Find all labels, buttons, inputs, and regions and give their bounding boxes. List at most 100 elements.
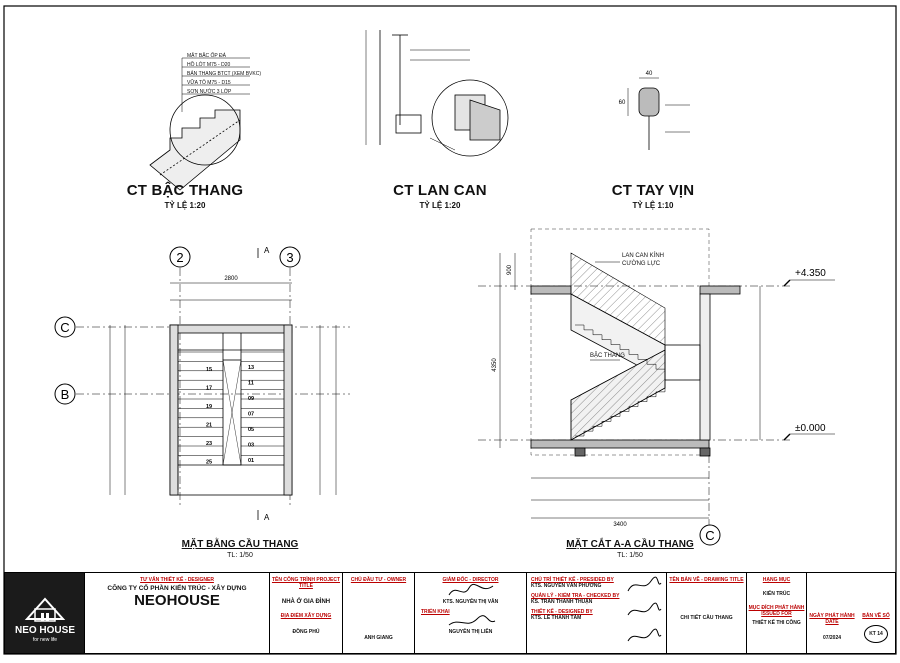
- level-top: +4.350: [795, 268, 826, 279]
- section-step-riser: [602, 339, 612, 345]
- section-title: MẶT CẮT A-A CẦU THANG: [566, 539, 694, 550]
- team-signatures: [627, 576, 662, 642]
- section-step-riser: [575, 431, 585, 437]
- plan-step-number: 23: [206, 441, 212, 447]
- project-name: NHÀ Ở GIA ĐÌNH: [281, 599, 331, 605]
- team-cell: CHỦ TRÌ THIẾT KẾ - PRESIDED BY KTS. NGUY…: [527, 573, 667, 653]
- grid-label-b: B: [61, 387, 70, 402]
- section-step-riser: [629, 401, 639, 407]
- handrail-detail-scale: TỶ LỆ 1:10: [632, 201, 674, 210]
- grid-label-c: C: [60, 320, 69, 335]
- step-detail-scale: TỶ LỆ 1:20: [164, 201, 206, 210]
- logo-text: NEO HOUSE: [14, 625, 75, 636]
- label-steps: BẬC THANG: [590, 353, 625, 359]
- section-dim-height: 4350: [492, 358, 498, 372]
- deployment-label: TRIỂN KHAI: [421, 609, 450, 615]
- owner-name: ANH GIANG: [364, 635, 393, 641]
- house-logo-icon: [24, 597, 66, 622]
- plan-step-number: 05: [248, 427, 254, 433]
- section-step-riser: [602, 416, 612, 422]
- step-callouts: MẶT BẬC ỐP ĐÁ HỒ LÓT M75 - D20 BẢN THANG…: [187, 53, 267, 95]
- grid-label-3: 3: [286, 250, 293, 265]
- project-label: TÊN CÔNG TRÌNH PROJECT TITLE: [271, 577, 341, 589]
- handrail-dim-side: 60: [619, 100, 626, 106]
- plan-step-number: 17: [206, 386, 212, 392]
- section-grid-label-c: C: [705, 528, 714, 543]
- date-value: 07/2024: [822, 635, 842, 641]
- section-step-riser: [638, 359, 648, 365]
- step-callout-lines: [181, 57, 250, 112]
- checked-label: QUẢN LÝ - KIỂM TRA - CHECKED BY: [531, 593, 620, 599]
- plan-grid-bubbles: [54, 246, 301, 405]
- deployment-signature: [448, 615, 495, 626]
- step-callout-2: HỒ LÓT M75 - D20: [187, 62, 231, 68]
- section-step-riser: [593, 334, 603, 340]
- railing-detail-drawing: [365, 30, 509, 157]
- section-dim-top: 900: [507, 264, 513, 275]
- grid-bubble-b: [54, 383, 76, 405]
- category-label: HẠNG MỤC: [762, 577, 791, 583]
- plan-step-number: 15: [206, 367, 212, 373]
- section-step-riser: [593, 421, 603, 427]
- issue-cell: HẠNG MỤC KIẾN TRÚC MỤC ĐÍCH PHÁT HÀNH IS…: [747, 573, 807, 653]
- section-step-riser: [620, 349, 630, 355]
- company-brand: NEOHOUSE: [134, 592, 220, 609]
- designed-label: THIẾT KẾ - DESIGNED BY: [531, 609, 593, 615]
- plan-dim-overall: 2800: [224, 276, 238, 282]
- level-bottom: ±0.000: [795, 423, 826, 434]
- section-mark-bottom: A: [264, 513, 270, 522]
- handrail-detail-title: CT TAY VỊN: [611, 182, 695, 199]
- grid-bubble-2: [169, 246, 191, 268]
- section-step-riser: [629, 354, 639, 360]
- project-cell: TÊN CÔNG TRÌNH PROJECT TITLE NHÀ Ở GIA Đ…: [270, 573, 343, 653]
- plan-step-number: 21: [206, 423, 212, 429]
- purpose-label: MỤC ĐÍCH PHÁT HÀNH ISSUED FOR: [748, 605, 805, 617]
- step-detail-title: CT BẬC THANG: [126, 182, 244, 199]
- step-callout-1: MẶT BẬC ỐP ĐÁ: [187, 53, 226, 59]
- grid-bubble-c: [54, 316, 76, 338]
- date-label: NGÀY PHÁT HÀNH DATE: [809, 613, 855, 625]
- plan-step-number: 07: [248, 412, 254, 418]
- title-block: NEO HOUSE for new life TƯ VẤN THIẾT KẾ -…: [4, 572, 896, 654]
- section-step-riser: [638, 396, 648, 402]
- company-label: TƯ VẤN THIẾT KẾ - DESIGNER: [140, 577, 214, 583]
- purpose-value: THIẾT KẾ THI CÔNG: [752, 620, 801, 626]
- plan-step-number: 13: [248, 365, 254, 371]
- logo-cell: NEO HOUSE for new life: [5, 573, 85, 653]
- stair-plan-drawing: [76, 248, 350, 520]
- location-label: ĐỊA ĐIỂM XÂY DỰNG: [280, 613, 332, 619]
- railing-detail-scale: TỶ LỆ 1:20: [419, 201, 461, 210]
- sheet-border: [3, 5, 897, 655]
- director-name: KTS. NGUYỄN THỊ VÂN: [442, 599, 499, 605]
- plan-step-number: 09: [248, 396, 254, 402]
- designed-name: KTS. LÊ THANH TÂM: [531, 615, 582, 621]
- stair-section-drawing: [478, 228, 835, 530]
- section-step-riser: [584, 329, 594, 335]
- director-label: GIÁM ĐỐC - DIRECTOR: [442, 577, 499, 583]
- director-signature: [448, 583, 493, 596]
- section-step-riser: [611, 411, 621, 417]
- plan-step-number: 03: [248, 443, 254, 449]
- director-cell: GIÁM ĐỐC - DIRECTOR KTS. NGUYỄN THỊ VÂN …: [415, 573, 527, 653]
- notes-cell: NGÀY PHÁT HÀNH DATE 07/2024 BẢN VẼ SỐ KT…: [807, 573, 895, 653]
- owner-label: CHỦ ĐẦU TƯ - OWNER: [350, 577, 407, 583]
- drawing-title-label: TÊN BẢN VẼ - DRAWING TITLE: [669, 577, 744, 583]
- category-value: KIẾN TRÚC: [762, 591, 791, 597]
- plan-scale: TL: 1/50: [227, 552, 253, 559]
- section-step-riser: [575, 324, 585, 330]
- presided-name: KTS. NGUYỄN VĂN PHƯƠNG: [531, 583, 602, 589]
- step-callout-3: BẢN THANG BTCT (XEM BVKC): [187, 71, 261, 77]
- company-name: CÔNG TY CỔ PHẦN KIẾN TRÚC - XÂY DỰNG: [107, 585, 247, 592]
- sheet-label: BẢN VẼ SỐ: [862, 613, 890, 619]
- drawing-title-cell: TÊN BẢN VẼ - DRAWING TITLE CHI TIẾT CẦU …: [667, 573, 747, 653]
- grid-bubble-3: [279, 246, 301, 268]
- section-step-riser: [611, 344, 621, 350]
- section-grid-bubble-c: [699, 524, 721, 546]
- presided-label: CHỦ TRÌ THIẾT KẾ - PRESIDED BY: [531, 577, 614, 583]
- sheet-number: KT 14: [864, 625, 888, 643]
- plan-title: MẶT BẰNG CẦU THANG: [181, 539, 299, 550]
- plan-step-number: 25: [206, 460, 212, 466]
- section-step-riser: [647, 391, 657, 398]
- railing-detail-title: CT LAN CAN: [393, 182, 487, 199]
